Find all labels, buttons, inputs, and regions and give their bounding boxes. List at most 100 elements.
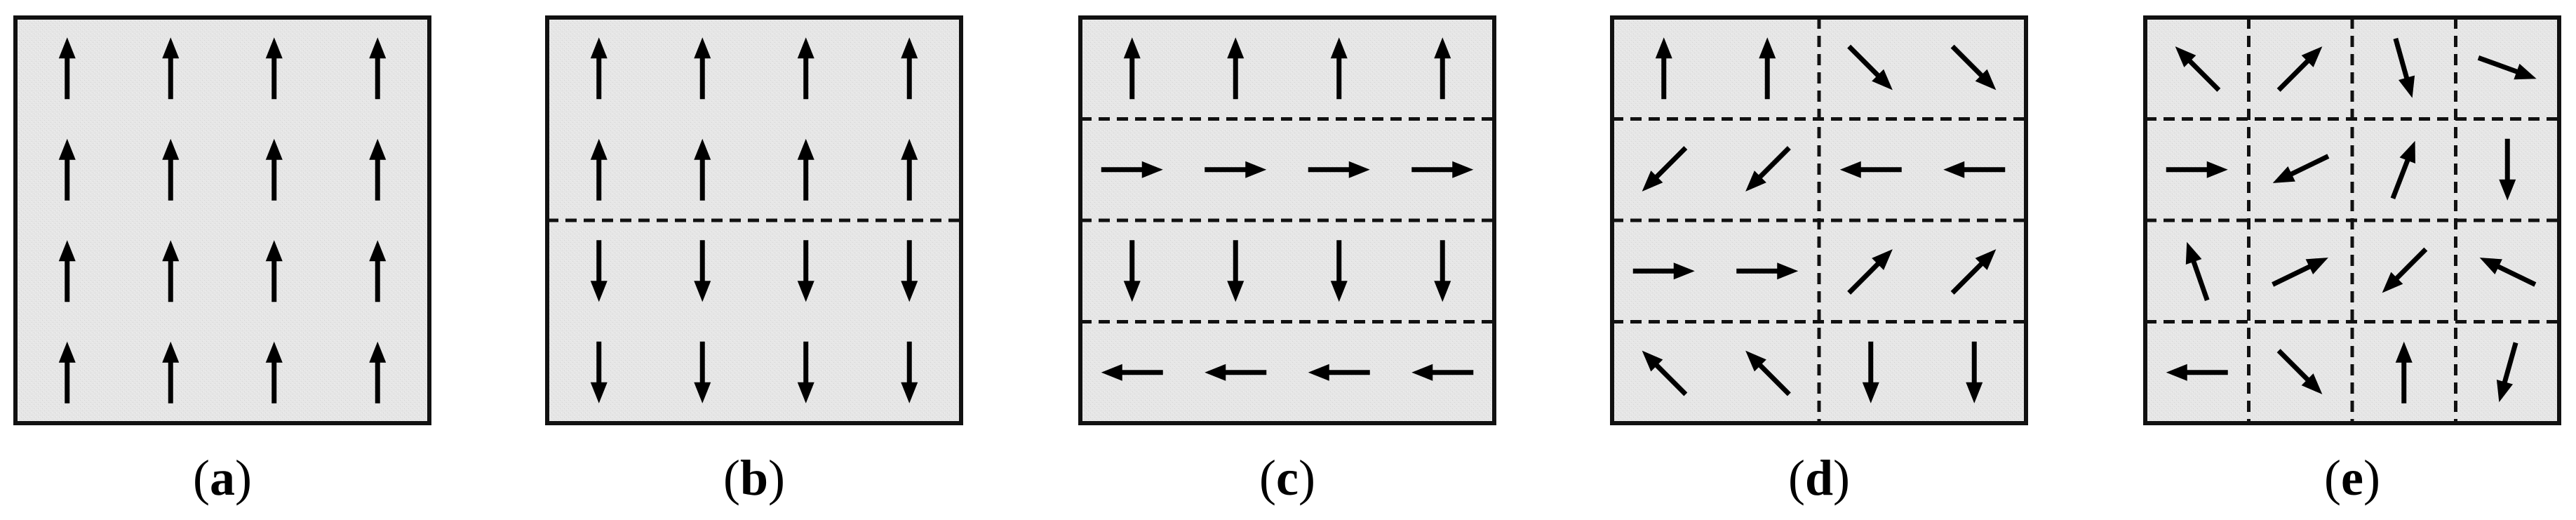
magnetization-arrow-left-slight-down [2272,154,2330,183]
magnetization-arrow-down-slight-left [2496,342,2518,403]
magnetization-arrow-left [1205,364,1267,381]
magnetization-arrow-down [1123,240,1141,302]
magnetization-arrow-down [694,240,711,302]
arrow-head [2305,258,2328,274]
arrow-head [1245,161,1267,178]
arrow-head [369,341,387,363]
arrow-head [1205,364,1226,381]
magnetization-arrow-up [58,341,76,404]
panel-background [15,18,429,423]
arrow-head [694,382,711,404]
arrow-head [1872,249,1893,270]
arrow-shaft [1950,260,1985,295]
label-close-paren: ) [1833,450,1850,506]
magnetization-arrow-up [162,37,180,100]
magnetization-arrow-down [797,240,814,302]
arrow-shaft [2276,58,2312,92]
arrow-head [1872,69,1893,91]
arrow-head [58,240,76,262]
arrow-head [590,281,608,302]
arrow-shaft [1950,44,1985,79]
arrow-head [901,382,918,404]
label-open-paren: ( [2324,450,2341,506]
arrow-head [265,138,283,160]
arrow-head [2301,373,2323,394]
panel-label: (b) [723,450,785,506]
magnetization-arrow-left [1943,161,2006,178]
magnetization-arrow-up [265,240,283,302]
magnetization-arrow-up [797,138,814,201]
arrow-shaft [2276,349,2312,383]
magnetization-arrow-up [1759,37,1776,100]
arrow-head [2175,46,2196,67]
arrow-head [1348,161,1370,178]
magnetization-arrow-right [2166,161,2228,178]
label-letter: e [2341,450,2363,506]
magnetization-arrow-right [1205,161,1267,178]
arrow-head [1434,37,1451,59]
arrow-head [1123,37,1141,59]
arrow-head [1642,350,1663,372]
magnetization-arrow-up [1123,37,1141,100]
magnetization-arrow-down [1330,240,1348,302]
panel-c: (c) [1078,15,1496,506]
panel-label: (e) [2324,450,2380,506]
label-open-paren: ( [1259,450,1276,506]
label-close-paren: ) [235,450,252,506]
arrow-head [2499,179,2516,201]
arrow-head [694,138,711,160]
magnetization-arrow-up [590,37,608,100]
magnetization-arrow-up [265,341,283,404]
arrow-head [162,138,180,160]
label-close-paren: ) [2363,450,2380,506]
arrow-head [58,37,76,59]
magnetization-arrow-up [265,37,283,100]
arrow-head [1411,364,1433,381]
magnetization-arrow-up [797,37,814,100]
magnetization-arrow-down [1227,240,1245,302]
arrow-head [265,341,283,363]
arrow-head [2399,140,2415,164]
magnetization-arrow-right [1632,262,1695,280]
arrow-head [58,341,76,363]
magnetization-arrow-down-right [2276,349,2323,394]
panel-d: (d) [1610,15,2028,506]
magnetization-arrow-right-slight-down [2477,55,2537,80]
magnetization-arrow-up [1655,37,1672,100]
arrow-head [1975,249,1997,270]
magnetization-arrow-up [58,138,76,201]
arrow-head [2496,379,2514,403]
panel-border [1610,15,2028,425]
arrow-head [2479,258,2502,274]
arrow-head [1642,171,1663,192]
arrow-head [265,37,283,59]
panel-border [545,15,963,425]
arrow-shaft [1847,44,1881,79]
label-open-paren: ( [1788,450,1805,506]
arrow-shaft [2495,263,2537,287]
arrow-head [1308,364,1329,381]
arrow-head [162,240,180,262]
arrow-head [1777,262,1799,280]
magnetization-arrow-up-left [1642,350,1688,396]
magnetization-arrow-right [1736,262,1799,280]
arrow-shaft [2190,258,2210,301]
magnetization-arrow-up [369,37,387,100]
magnetization-arrow-left [1411,364,1474,381]
label-close-paren: ) [768,450,785,506]
arrow-head [1745,350,1766,372]
arrow-head [1759,37,1776,59]
arrow-shaft [1757,146,1791,180]
arrow-head [369,138,387,160]
magnetization-arrow-up [901,138,918,201]
arrow-shaft [1653,146,1688,180]
magnetization-arrow-up [694,37,711,100]
arrow-head [1862,382,1879,404]
arrow-head [901,138,918,160]
label-letter: a [210,450,235,506]
magnetization-arrow-down-left [1745,146,1791,192]
arrow-head [162,341,180,363]
arrow-head [1330,37,1348,59]
arrow-head [1943,161,1965,178]
arrow-shaft [2393,37,2410,81]
